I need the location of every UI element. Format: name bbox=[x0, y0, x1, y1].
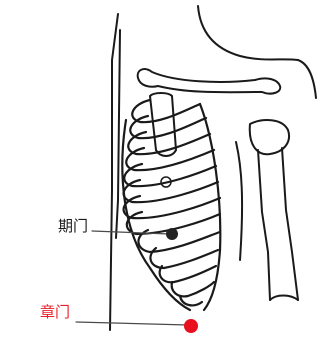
rib bbox=[130, 116, 206, 138]
rib-cage bbox=[122, 100, 220, 310]
zhangmen-point-marker bbox=[184, 319, 198, 333]
back-line bbox=[110, 14, 118, 330]
humerus bbox=[258, 148, 298, 300]
zhangmen-leader-line bbox=[76, 322, 188, 325]
rib bbox=[124, 196, 220, 218]
rib-cage-right-edge bbox=[200, 104, 220, 310]
qimen-point-marker bbox=[166, 228, 178, 240]
rib bbox=[128, 132, 210, 154]
chest-wall-line bbox=[116, 30, 120, 238]
sternum bbox=[150, 93, 176, 156]
neck-shoulder-line bbox=[198, 6, 316, 98]
clavicle bbox=[138, 69, 281, 93]
rib bbox=[160, 266, 216, 282]
shoulder-scapula bbox=[236, 120, 289, 260]
rib bbox=[172, 282, 214, 296]
rib bbox=[124, 164, 216, 186]
rib bbox=[126, 148, 214, 170]
qimen-label: 期门 bbox=[58, 218, 88, 234]
zhangmen-label: 章门 bbox=[40, 304, 70, 320]
rib bbox=[132, 100, 200, 122]
